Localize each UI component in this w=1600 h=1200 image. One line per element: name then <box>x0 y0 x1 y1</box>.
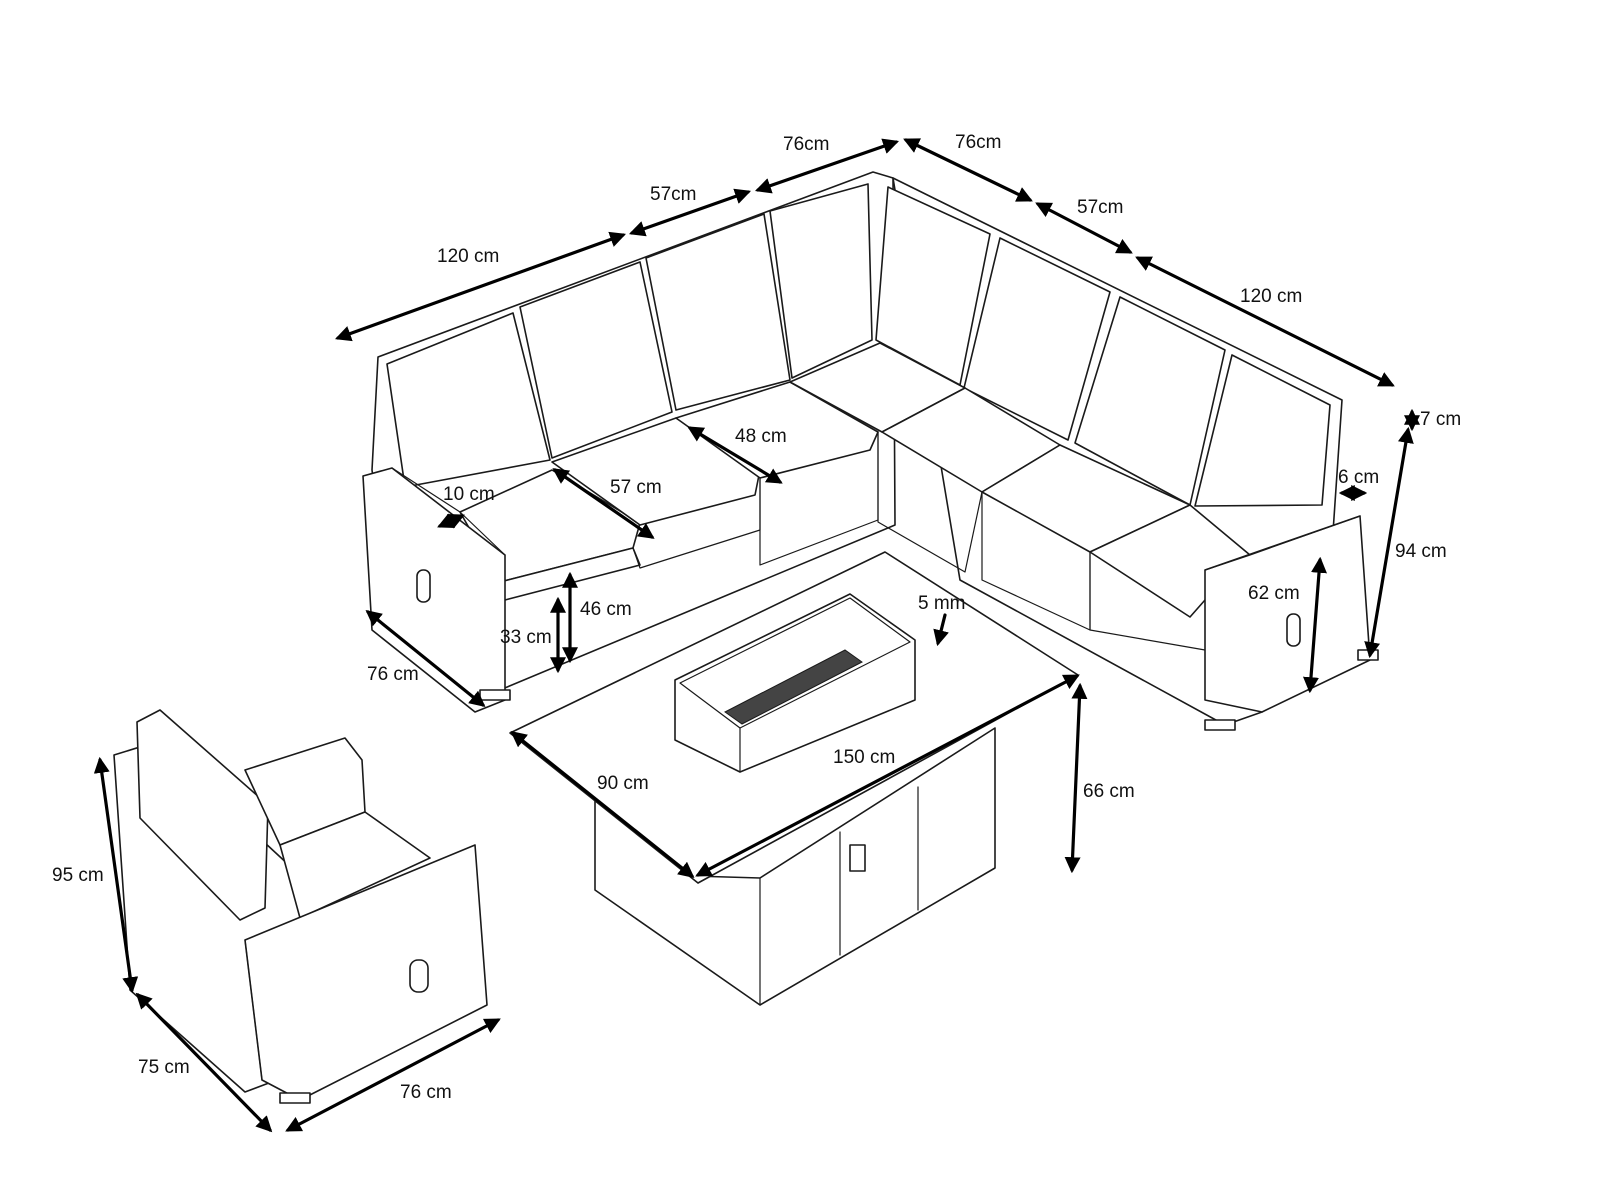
arrow-76cm-left <box>754 138 900 194</box>
label-arm-width: 10 cm <box>443 484 495 505</box>
label-seat-height: 46 cm <box>580 599 632 620</box>
label-sofa-57cm-right: 57cm <box>1077 197 1124 218</box>
back-cushion-8 <box>1194 354 1331 507</box>
arrow-48cm <box>687 426 783 484</box>
arrow-120cm-left <box>334 231 627 342</box>
sofa-left-arm-top <box>391 467 506 556</box>
label-sofa-57cm-left: 57cm <box>650 184 697 205</box>
arrow-150cm <box>695 674 1080 877</box>
left-arm-handle <box>416 569 431 603</box>
label-table-length: 150 cm <box>833 747 896 768</box>
arrow-57cm-seat <box>552 468 655 539</box>
chair-foot <box>279 1092 311 1104</box>
sofa-foot <box>479 689 511 701</box>
label-arm-height: 62 cm <box>1248 583 1300 604</box>
arrow-66cm <box>1064 682 1088 874</box>
label-sofa-120cm-left: 120 cm <box>437 246 500 267</box>
arrow-90cm <box>510 731 695 878</box>
arrow-57cm-left <box>628 188 752 237</box>
label-chair-width: 76 cm <box>400 1082 452 1103</box>
label-sofa-height: 94 cm <box>1395 541 1447 562</box>
arrow-76cm-depth <box>365 609 486 708</box>
armchair <box>113 709 488 1104</box>
seat-front-4 <box>877 431 983 573</box>
label-seat-depth: 48 cm <box>735 426 787 447</box>
dimension-arrows <box>93 138 1420 1133</box>
table-door-latch <box>849 844 866 872</box>
arrow-10cm <box>437 513 465 529</box>
label-frame-height: 33 cm <box>500 627 552 648</box>
label-back-thickness: 6 cm <box>1338 467 1380 488</box>
arrow-75cm <box>135 992 273 1133</box>
arrow-57cm-right <box>1035 202 1133 254</box>
seat-front-6 <box>1089 551 1206 651</box>
label-sofa-depth: 76 cm <box>367 664 419 685</box>
arrow-5mm <box>933 613 949 647</box>
arrow-95cm <box>93 756 139 994</box>
arrow-62cm <box>1303 556 1327 694</box>
back-cushion-6 <box>963 237 1111 441</box>
arrow-76cm-chair <box>285 1018 501 1132</box>
arrow-94cm <box>1364 426 1414 659</box>
chair-arm-handle <box>409 959 429 993</box>
label-chair-height: 95 cm <box>52 865 104 886</box>
label-table-height: 66 cm <box>1083 781 1135 802</box>
label-glass-thickness: 5 mm <box>918 593 966 614</box>
label-sofa-76cm-right: 76cm <box>955 132 1002 153</box>
label-table-width: 90 cm <box>597 773 649 794</box>
sofa-foot <box>1204 719 1236 731</box>
label-sofa-120cm-right: 120 cm <box>1240 286 1303 307</box>
chair-seat-cushion <box>279 811 431 919</box>
sofa-foot <box>1357 649 1379 661</box>
sofa-right-arm-top <box>1204 515 1361 571</box>
label-chair-depth: 75 cm <box>138 1057 190 1078</box>
arrow-120cm-right <box>1135 256 1395 387</box>
right-arm-handle <box>1286 613 1301 647</box>
chair-back-cushion <box>136 709 269 921</box>
label-cushion-thickness: 7 cm <box>1420 409 1462 430</box>
label-seat-width: 57 cm <box>610 477 662 498</box>
label-sofa-76cm-left: 76cm <box>783 134 830 155</box>
chair-left-arm <box>244 737 366 846</box>
arrow-76cm-right <box>903 138 1033 202</box>
